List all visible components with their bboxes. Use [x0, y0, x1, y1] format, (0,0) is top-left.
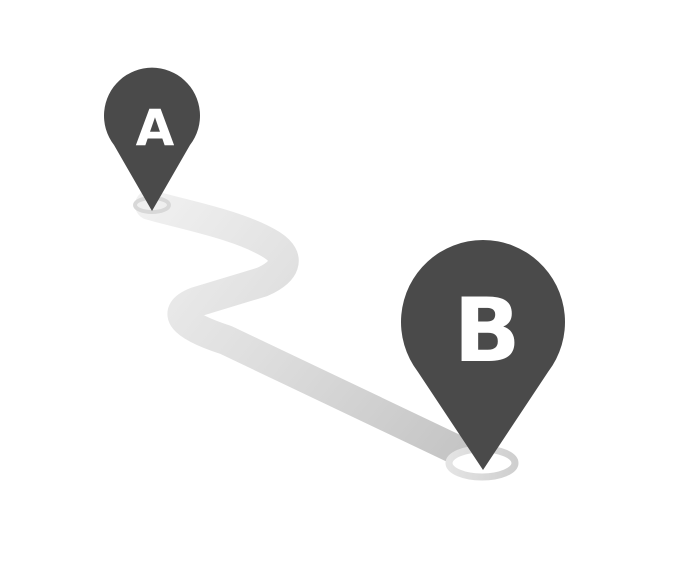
map-pin-icon — [400, 240, 565, 470]
start-pin-label: A — [136, 99, 175, 157]
end-pin-label: B — [453, 279, 520, 382]
start-pin: A — [104, 67, 200, 211]
route-road-path — [135, 190, 493, 475]
route-road — [135, 190, 493, 475]
map-pin-icon — [104, 67, 200, 211]
end-pin: B — [400, 240, 565, 470]
